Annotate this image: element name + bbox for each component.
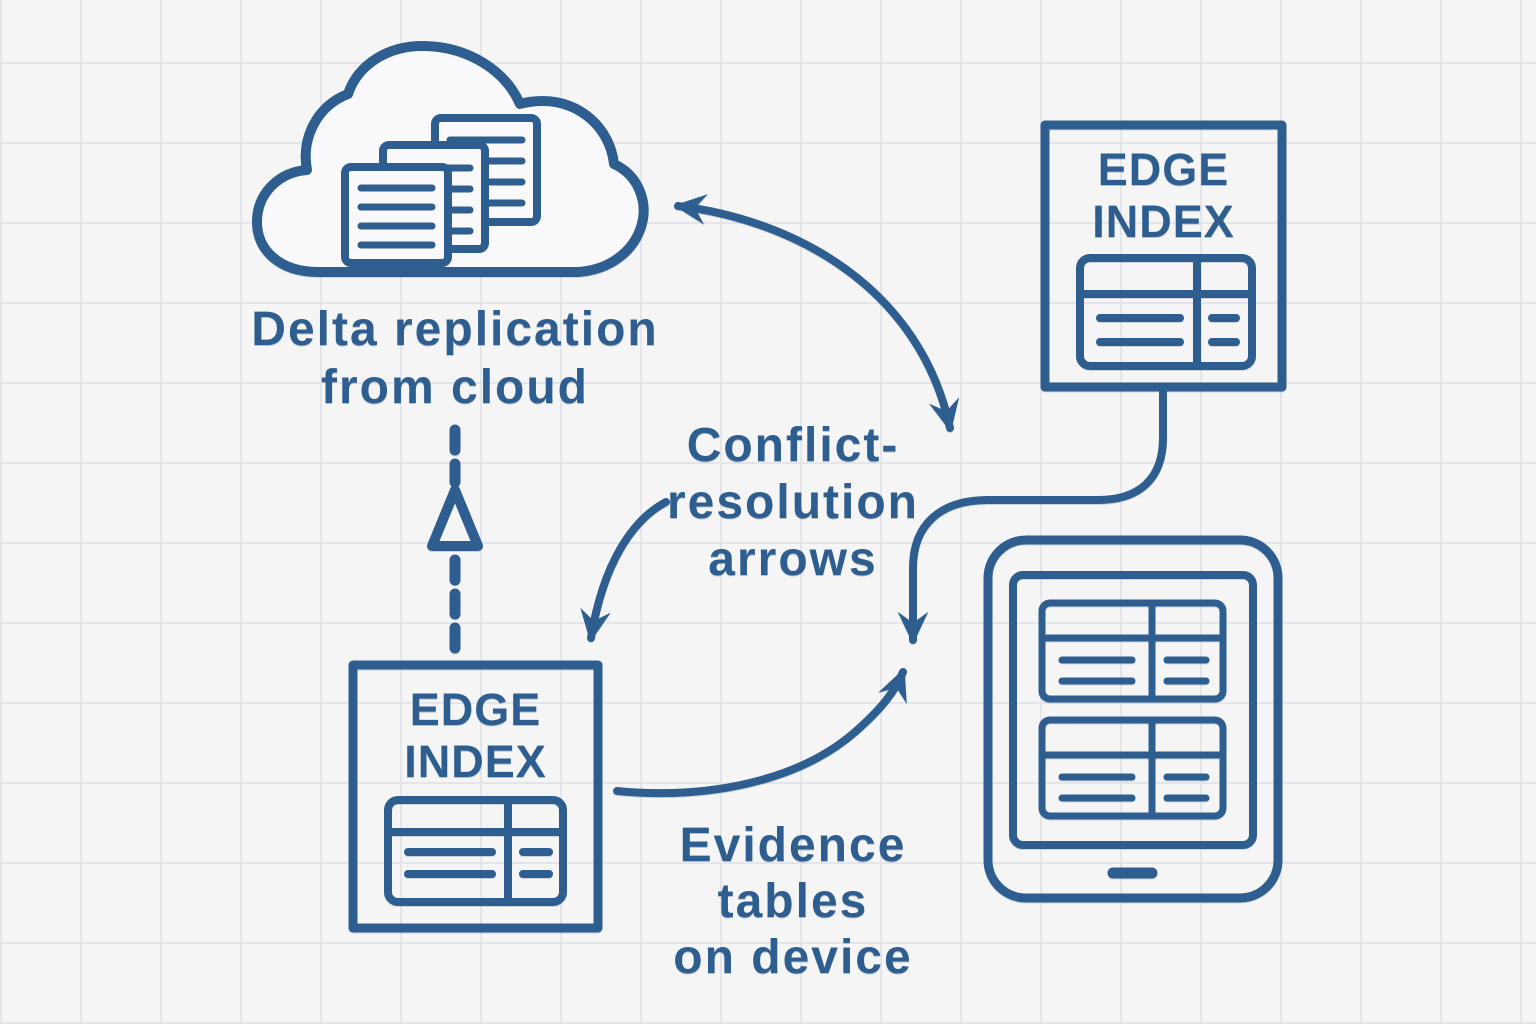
label-line: INDEX: [404, 736, 547, 787]
label-line: on device: [673, 931, 913, 984]
label-line: resolution: [666, 476, 919, 529]
index-table-icon: [384, 796, 567, 906]
box-border: [348, 660, 603, 933]
edge-index-box-bottom-left: [348, 660, 603, 933]
label-line: tables: [717, 875, 869, 928]
label-line: Evidence: [679, 819, 907, 872]
label-edge-index-bottom: EDGE INDEX: [353, 684, 598, 788]
evidence-table-icon-1: [1038, 599, 1227, 703]
device-upload-arrow: [613, 668, 907, 798]
label-delta-replication: Delta replication from cloud: [205, 301, 705, 417]
label-line: Delta replication: [251, 303, 659, 356]
label-line: EDGE: [1097, 144, 1230, 195]
index-table-icon: [1076, 254, 1256, 370]
label-line: arrows: [708, 533, 878, 586]
conflict-left-arrow: [580, 498, 670, 643]
evidence-table-icon-2: [1038, 716, 1227, 820]
cloud-documents-icon: [251, 40, 649, 277]
label-line: Conflict-: [686, 419, 900, 472]
label-line: from cloud: [321, 361, 589, 414]
label-edge-index-top: EDGE INDEX: [1045, 144, 1282, 248]
delta-replication-dashed-arrow: [427, 424, 483, 656]
document-icon-front: [341, 163, 452, 267]
tablet-evidence-tables-icon: [983, 535, 1283, 903]
tablet-screen: [1009, 571, 1257, 849]
conflict-sync-double-arrow: [673, 194, 960, 433]
label-line: EDGE: [409, 684, 542, 735]
edge-to-device-connector-arrow: [897, 383, 1167, 645]
hollow-triangle-arrowhead: [427, 485, 483, 551]
tablet-frame: [983, 535, 1283, 903]
label-evidence-tables: Evidence tables on device: [593, 818, 993, 986]
label-line: INDEX: [1092, 196, 1235, 247]
label-conflict-resolution: Conflict- resolution arrows: [593, 417, 993, 588]
